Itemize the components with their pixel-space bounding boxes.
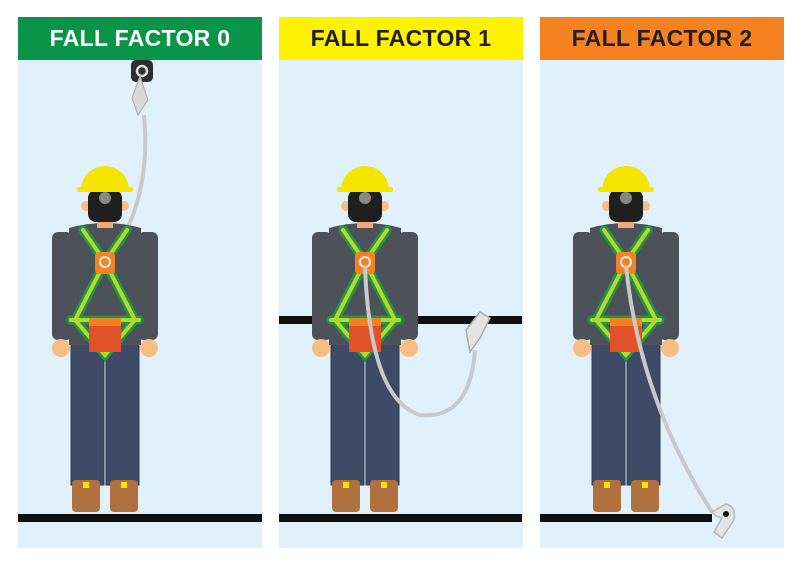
panel-title: FALL FACTOR 1 [310, 25, 492, 51]
panel-header: FALL FACTOR 0 [18, 17, 262, 60]
lanyard [624, 265, 714, 514]
floor [18, 514, 262, 522]
panel-header: FALL FACTOR 2 [540, 17, 784, 60]
panel-title: FALL FACTOR 0 [49, 25, 231, 51]
floor [279, 514, 522, 522]
floor [540, 514, 712, 522]
worker-figure [312, 166, 418, 512]
panel-title: FALL FACTOR 2 [571, 25, 753, 51]
snap-hook [711, 503, 736, 539]
snap-hook [131, 74, 149, 117]
snap-hook [465, 311, 491, 354]
panel-fall-factor-1: FALL FACTOR 1 [279, 17, 523, 548]
anchor-point [131, 60, 153, 82]
worker-figure [52, 166, 158, 512]
worker-figure [573, 166, 679, 512]
lanyard [363, 265, 477, 418]
panel-header: FALL FACTOR 1 [279, 17, 523, 60]
